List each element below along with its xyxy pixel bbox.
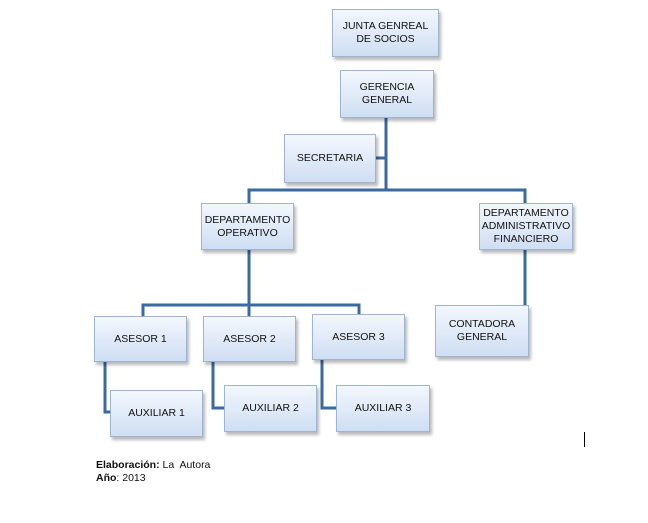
node-secretaria: SECRETARIA (284, 134, 376, 183)
node-label: DEPARTAMENTO ADMINISTRATIVO FINANCIERO (481, 207, 571, 245)
node-label: AUXILIAR 3 (354, 402, 412, 414)
node-label: ASESOR 3 (332, 330, 385, 343)
node-gerencia-general: GERENCIA GENERAL (340, 70, 434, 118)
node-label: GERENCIA GENERAL (359, 81, 415, 106)
node-asesor-2: ASESOR 2 (203, 316, 296, 362)
text-cursor (584, 432, 585, 447)
node-asesor-3: ASESOR 3 (312, 314, 405, 360)
node-auxiliar-3: AUXILIAR 3 (336, 385, 430, 432)
node-auxiliar-1: AUXILIAR 1 (110, 390, 203, 437)
caption-label: Elaboración: (96, 459, 160, 471)
node-label: DEPARTAMENTO OPERATIVO (204, 213, 291, 239)
node-label: JUNTA GENREAL DE SOCIOS (342, 20, 429, 45)
node-label: CONTADORA GENERAL (448, 318, 516, 343)
node-label: AUXILIAR 1 (128, 407, 185, 419)
node-auxiliar-2: AUXILIAR 2 (224, 385, 317, 432)
node-departamento-administrativo-financiero: DEPARTAMENTO ADMINISTRATIVO FINANCIERO (479, 203, 573, 250)
caption-elaboracion: Elaboración: La Autora (96, 459, 210, 471)
node-departamento-operativo: DEPARTAMENTO OPERATIVO (201, 203, 294, 250)
node-label: ASESOR 1 (114, 332, 167, 345)
node-asesor-1: ASESOR 1 (94, 316, 187, 362)
node-contadora-general: CONTADORA GENERAL (435, 305, 529, 357)
node-label: SECRETARIA (296, 152, 364, 164)
node-junta-general-de-socios: JUNTA GENREAL DE SOCIOS (332, 9, 439, 57)
caption-anio: Año: 2013 (96, 472, 146, 484)
caption-value: : 2013 (116, 472, 146, 484)
caption-label: Año (96, 472, 117, 484)
node-label: AUXILIAR 2 (242, 402, 299, 414)
caption-value: La Autora (162, 459, 211, 471)
node-label: ASESOR 2 (223, 332, 276, 345)
